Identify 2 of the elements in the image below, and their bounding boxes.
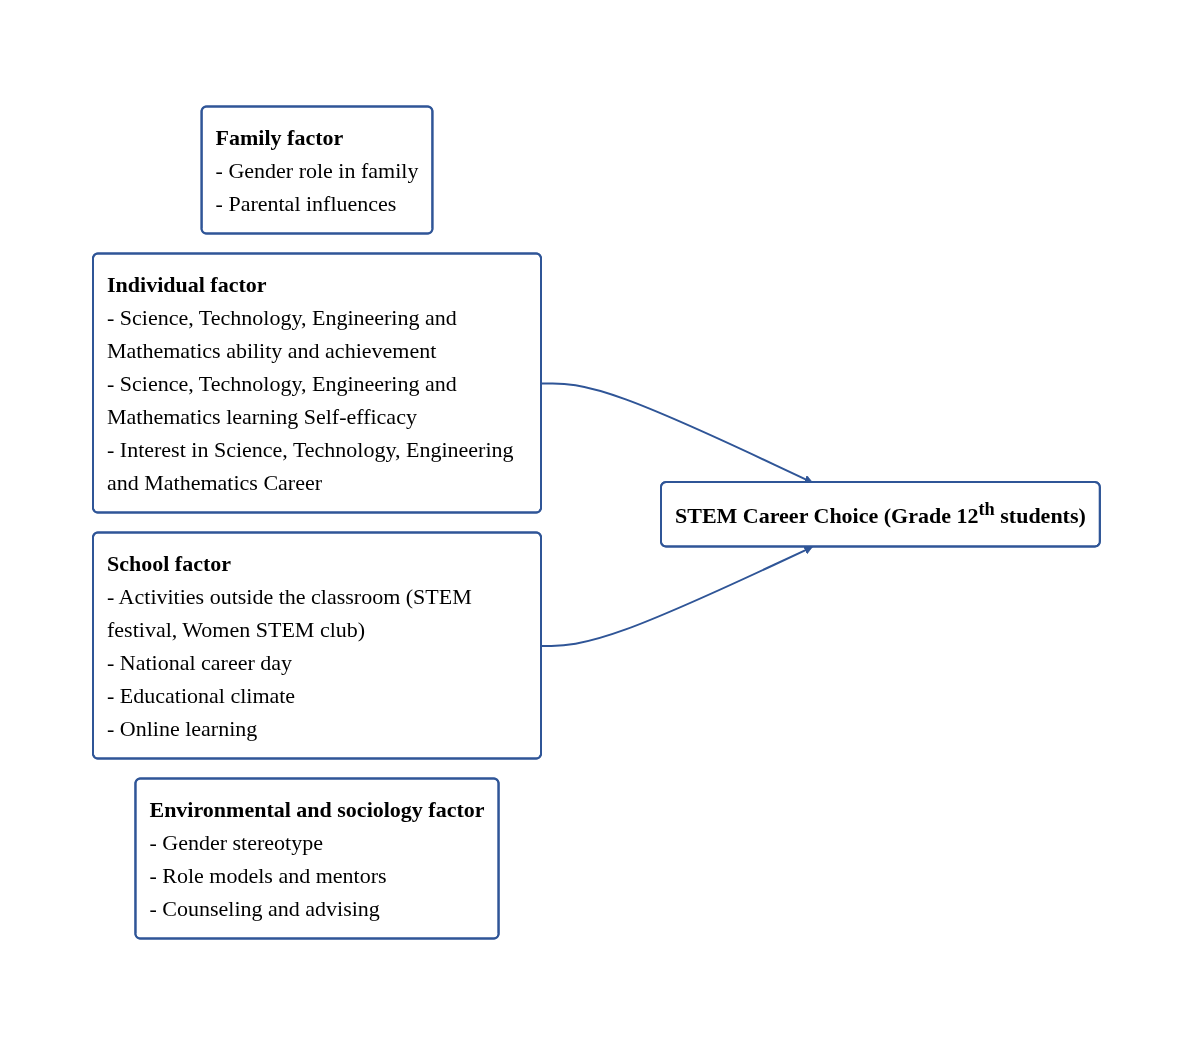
arrow: [540, 382, 813, 484]
arrow: [540, 546, 813, 647]
